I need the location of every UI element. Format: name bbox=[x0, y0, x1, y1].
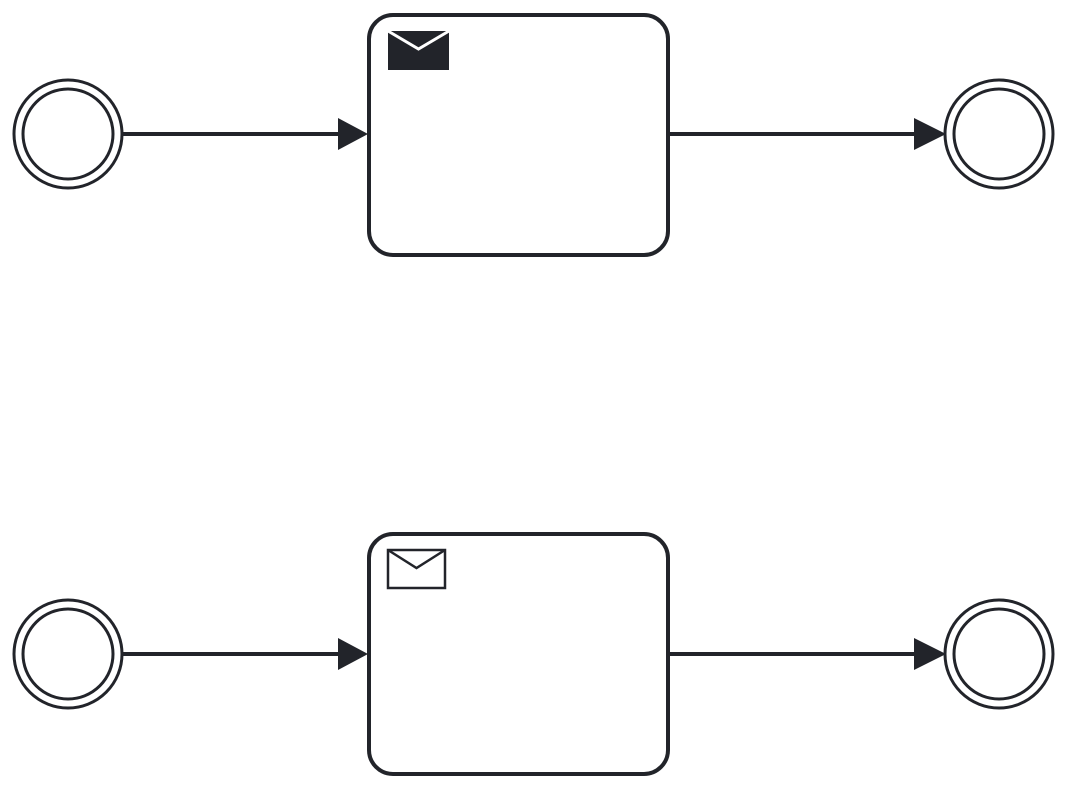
sequence-flow-2a[interactable] bbox=[122, 638, 368, 670]
flow-send bbox=[12, 13, 1055, 257]
receive-task[interactable] bbox=[367, 532, 670, 776]
start-event-1[interactable] bbox=[12, 78, 124, 190]
arrowhead-icon bbox=[914, 118, 946, 150]
arrowhead-icon bbox=[338, 638, 368, 670]
flow-receive bbox=[12, 532, 1055, 776]
sequence-flow-1b[interactable] bbox=[670, 118, 946, 150]
arrowhead-icon bbox=[338, 118, 368, 150]
end-event-1[interactable] bbox=[943, 78, 1055, 190]
end-event-2[interactable] bbox=[943, 598, 1055, 710]
arrowhead-icon bbox=[914, 638, 946, 670]
sequence-flow-2b[interactable] bbox=[670, 638, 946, 670]
receive-message-icon bbox=[386, 548, 447, 590]
start-event-2[interactable] bbox=[12, 598, 124, 710]
send-task[interactable] bbox=[367, 13, 670, 257]
sequence-flow-1a[interactable] bbox=[122, 118, 368, 150]
send-message-icon bbox=[387, 29, 450, 70]
